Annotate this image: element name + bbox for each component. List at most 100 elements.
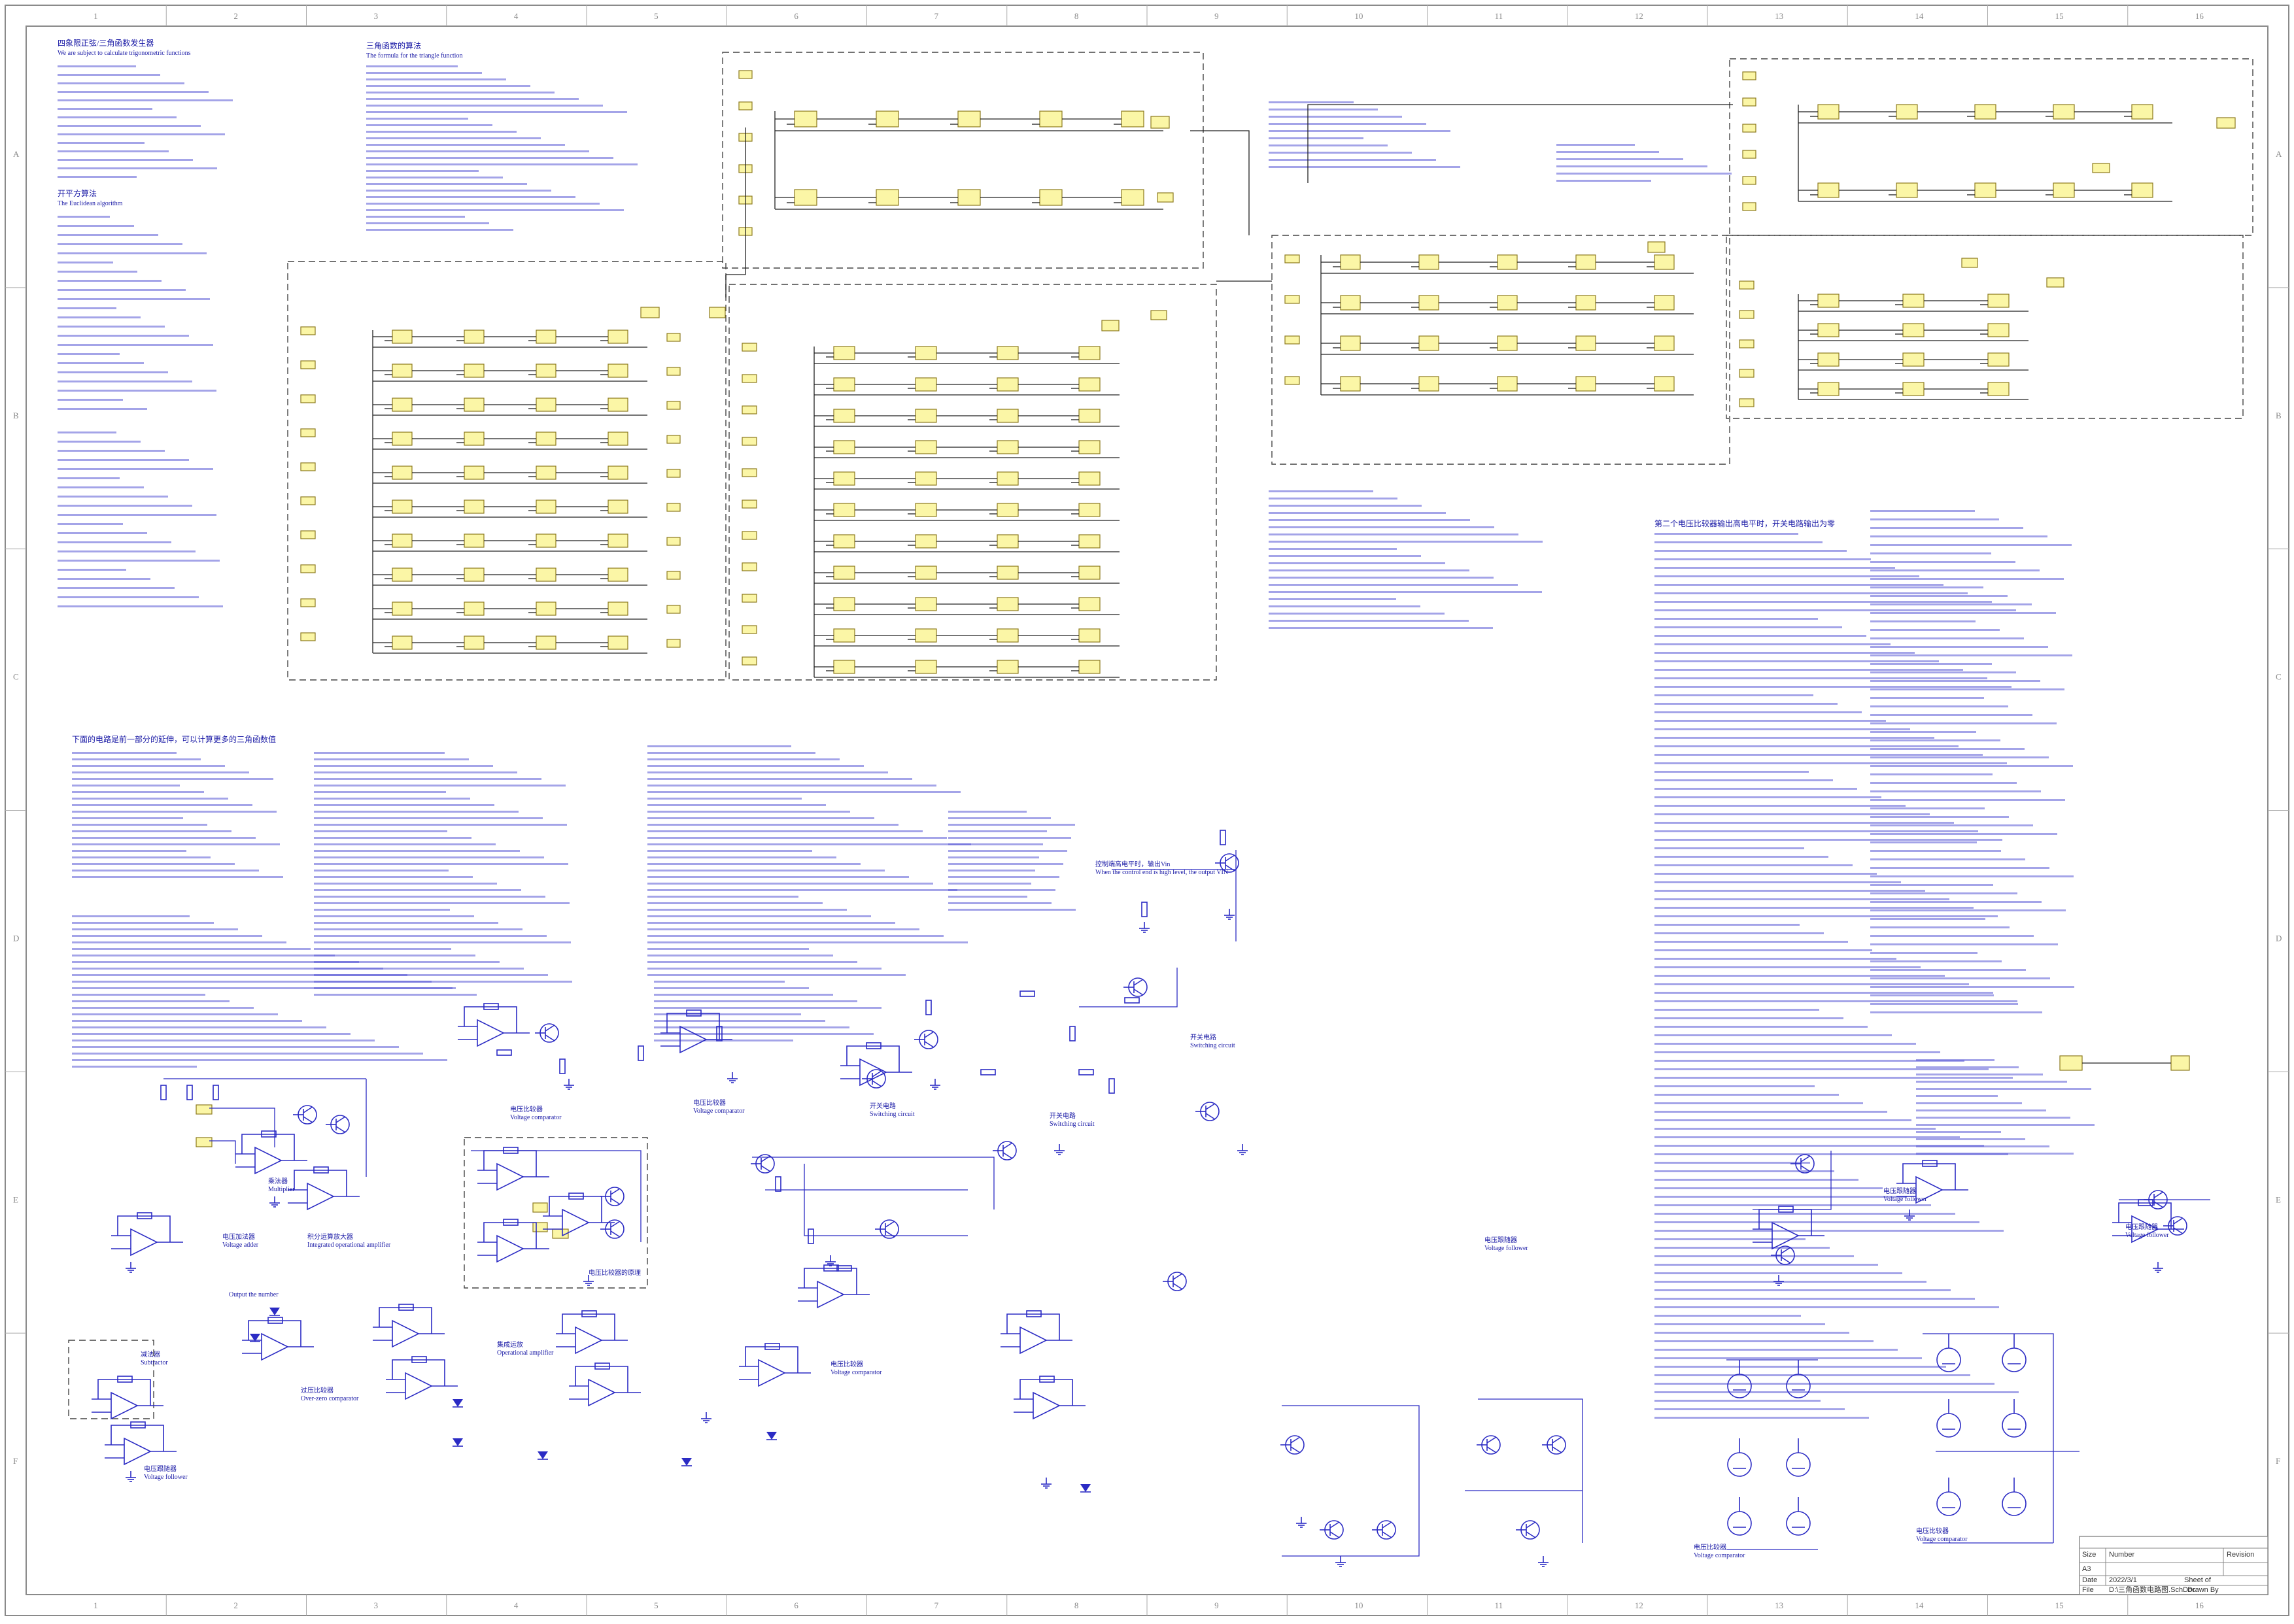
text-line bbox=[58, 541, 171, 543]
feedback-wire bbox=[392, 1359, 445, 1386]
text-line bbox=[1870, 875, 2074, 877]
logic-block bbox=[300, 326, 316, 335]
logic-block bbox=[1078, 471, 1101, 486]
vc-label-1: 电压比较器 bbox=[510, 1105, 543, 1113]
logic-block bbox=[1654, 335, 1675, 351]
text-line bbox=[58, 289, 186, 291]
text-line bbox=[1654, 890, 1925, 892]
tube-symbol bbox=[1786, 1452, 1811, 1477]
text-line bbox=[366, 131, 517, 133]
right-note: 第二个电压比较器输出高电平时，开关电路输出为零 bbox=[1654, 518, 1835, 528]
logic-block bbox=[1284, 376, 1300, 385]
logic-block bbox=[536, 465, 556, 480]
transistor-collector bbox=[1800, 1155, 1811, 1162]
logic-block bbox=[833, 566, 855, 580]
logic-block bbox=[536, 567, 556, 582]
text-line bbox=[314, 915, 474, 917]
logic-block bbox=[1817, 323, 1840, 337]
text-line bbox=[58, 550, 196, 552]
text-line bbox=[647, 804, 826, 806]
resistor-symbol bbox=[1069, 1026, 1076, 1041]
resistor-symbol bbox=[808, 1228, 814, 1244]
resistor-symbol bbox=[1220, 830, 1226, 845]
logic-block bbox=[640, 307, 660, 318]
text-line bbox=[72, 935, 262, 937]
text-line bbox=[72, 955, 335, 956]
opamp-symbol bbox=[477, 1019, 505, 1047]
text-line bbox=[58, 362, 144, 364]
text-line bbox=[948, 883, 1031, 885]
resistor-symbol bbox=[117, 1376, 133, 1383]
circuit-schematics bbox=[92, 830, 2210, 1567]
text-line bbox=[1654, 567, 1895, 569]
text-line bbox=[1654, 1162, 1810, 1164]
follower-label-2-en: Voltage follower bbox=[1883, 1196, 1927, 1203]
logic-block bbox=[608, 499, 628, 514]
text-line bbox=[1654, 1349, 1898, 1351]
transistor-emitter bbox=[1173, 1283, 1183, 1290]
text-line bbox=[1654, 558, 1871, 560]
text-line bbox=[314, 883, 497, 885]
text-line bbox=[314, 843, 496, 845]
text-line bbox=[1870, 824, 2033, 826]
logic-block bbox=[1418, 295, 1439, 311]
text-line bbox=[647, 883, 933, 885]
opamp-symbol bbox=[859, 1058, 887, 1087]
logic-block bbox=[1817, 294, 1840, 308]
tube-symbol bbox=[1786, 1374, 1811, 1398]
logic-block bbox=[997, 346, 1019, 360]
zone-col-label: 9 bbox=[1214, 11, 1219, 21]
text-line bbox=[314, 856, 544, 858]
transistor-collector bbox=[1205, 1103, 1216, 1110]
logic-block bbox=[997, 409, 1019, 423]
circuit-wire bbox=[752, 1157, 995, 1210]
text-line bbox=[72, 968, 383, 970]
text-line bbox=[1654, 1357, 1922, 1359]
text-line bbox=[1269, 101, 1354, 103]
logic-block bbox=[915, 471, 937, 486]
text-line bbox=[1654, 1051, 1940, 1053]
top-left-notes: 四象限正弦/三角函数发生器 We are subject to calculat… bbox=[58, 38, 191, 207]
diode-symbol bbox=[269, 1308, 280, 1315]
text-line bbox=[1654, 1017, 1843, 1019]
logic-block bbox=[915, 597, 937, 611]
opamp-symbol bbox=[2131, 1215, 2159, 1243]
text-line bbox=[647, 863, 861, 865]
text-line bbox=[1654, 830, 1978, 832]
switch-label-1-en: Switching circuit bbox=[870, 1111, 915, 1118]
text-line bbox=[1269, 613, 1445, 615]
resistor-symbol bbox=[1019, 990, 1035, 997]
text-line bbox=[58, 441, 141, 443]
logic-block bbox=[997, 660, 1019, 674]
transistor-collector bbox=[1173, 1273, 1183, 1280]
text-line bbox=[1870, 629, 2000, 631]
transistor-collector bbox=[2153, 1191, 2164, 1198]
resistor-symbol bbox=[503, 1219, 519, 1226]
logic-block bbox=[2092, 163, 2110, 173]
logic-block bbox=[1284, 254, 1300, 263]
diode-symbol bbox=[538, 1451, 548, 1459]
transistor-collector bbox=[885, 1221, 895, 1228]
text-line bbox=[1654, 1366, 1946, 1368]
text-line bbox=[72, 1020, 302, 1022]
text-line bbox=[72, 765, 225, 767]
text-line bbox=[1870, 765, 2073, 767]
over-label-en: Over-zero comparator bbox=[301, 1395, 359, 1402]
transistor-collector bbox=[610, 1188, 621, 1195]
text-line bbox=[1269, 605, 1420, 607]
text-line bbox=[1654, 788, 1857, 790]
text-line bbox=[1870, 841, 1977, 843]
text-line bbox=[72, 798, 228, 800]
logic-block bbox=[1974, 104, 1996, 120]
text-line bbox=[58, 408, 147, 410]
text-line bbox=[72, 1033, 351, 1035]
tb-number-label: Number bbox=[2109, 1551, 2134, 1559]
text-line bbox=[58, 335, 189, 337]
logic-block bbox=[997, 534, 1019, 549]
resistor-symbol bbox=[1141, 902, 1148, 917]
zone-row-label: D bbox=[2276, 933, 2282, 943]
text-line bbox=[366, 196, 575, 198]
opamp-symbol bbox=[562, 1208, 590, 1237]
zone-col-label: 4 bbox=[514, 11, 519, 21]
text-line bbox=[647, 765, 864, 767]
